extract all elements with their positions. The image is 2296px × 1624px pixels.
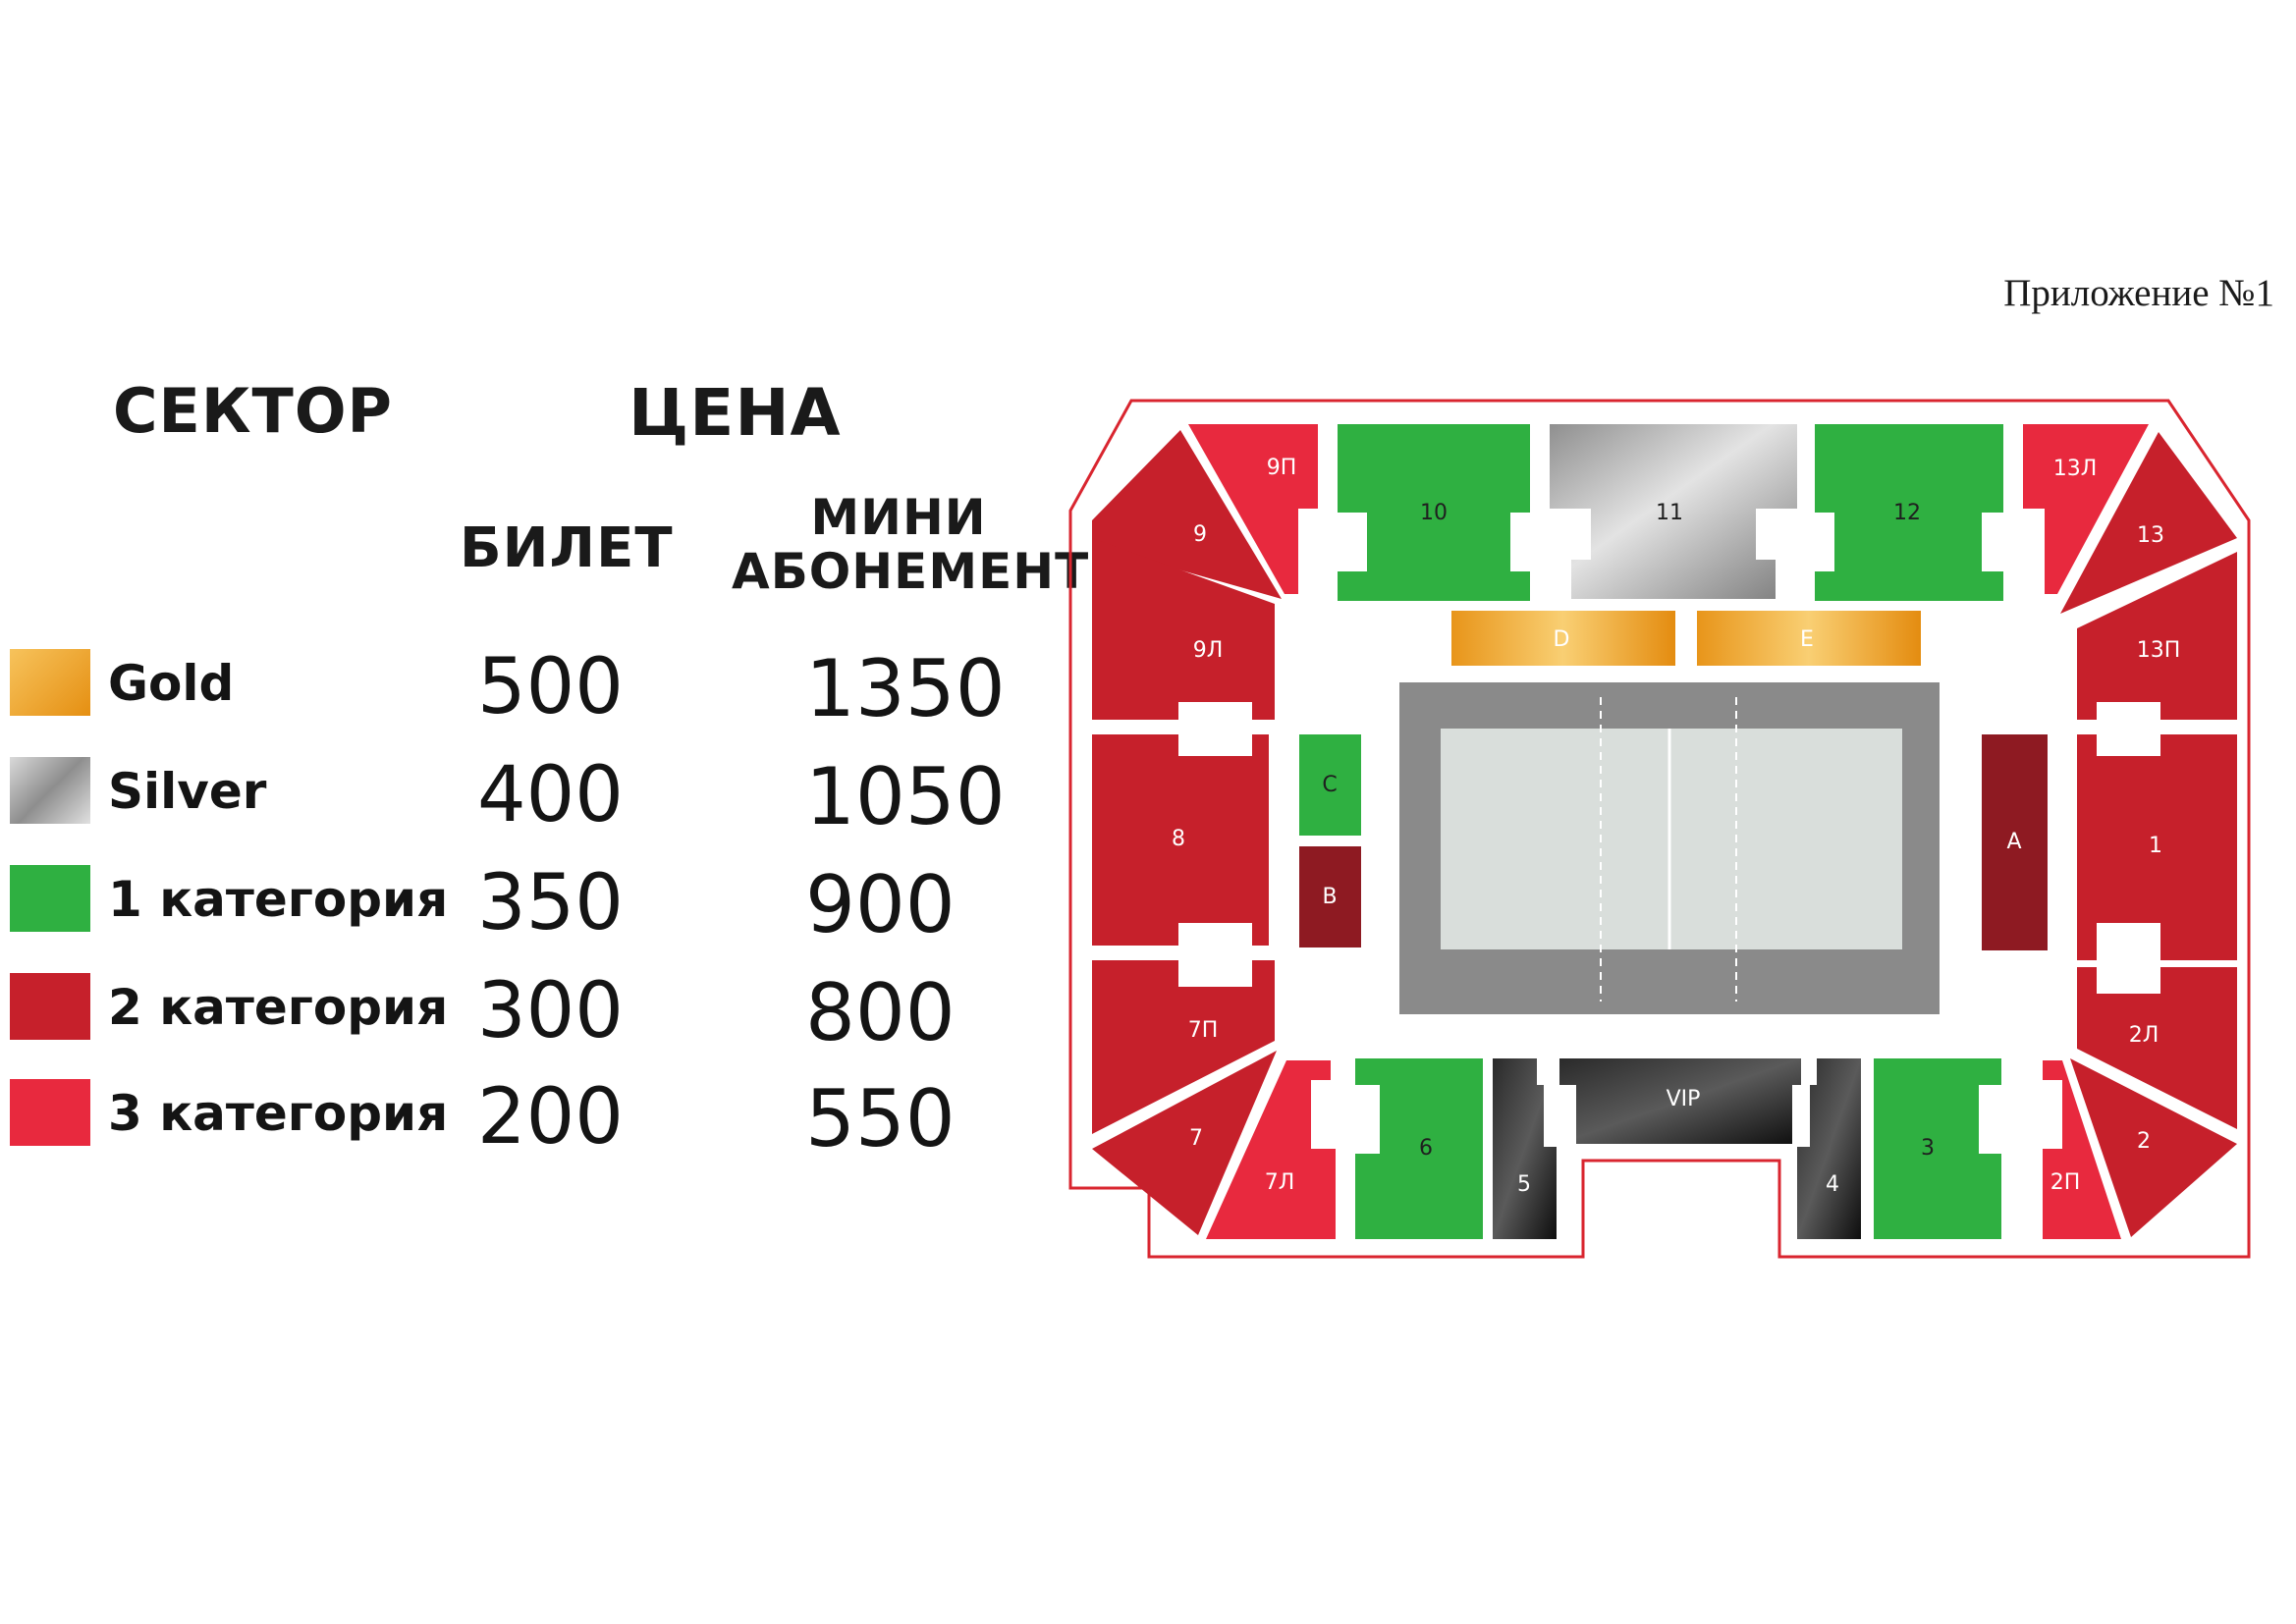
label-13P: 13П (2137, 638, 2181, 663)
price-header: ЦЕНА (629, 375, 842, 451)
sector-9P[interactable] (1188, 424, 1318, 594)
label-10: 10 (1420, 501, 1448, 525)
mini-price: 1050 (805, 751, 1006, 842)
court-inner (1441, 729, 1902, 949)
sector-9L[interactable] (1092, 538, 1275, 720)
sector-12[interactable] (1815, 424, 2003, 601)
label-9P: 9П (1267, 456, 1297, 480)
sector-E[interactable] (1697, 611, 1921, 666)
sector-7P[interactable] (1092, 960, 1275, 1134)
mini-price: 550 (805, 1073, 956, 1164)
legend-row-cat3: 3 категория 200 550 (10, 1073, 1070, 1164)
category-label: Silver (108, 763, 267, 820)
sector-1[interactable] (2077, 734, 2237, 960)
sector-7[interactable] (1092, 1051, 1277, 1235)
label-12: 12 (1893, 501, 1921, 525)
label-5: 5 (1517, 1172, 1531, 1197)
sector-8[interactable] (1092, 734, 1269, 946)
sector-header: СЕКТОР (113, 375, 393, 447)
label-3: 3 (1921, 1136, 1935, 1161)
sector-3[interactable] (1874, 1058, 2001, 1239)
sector-11[interactable] (1550, 424, 1797, 599)
sector-10[interactable] (1338, 424, 1530, 601)
sector-5[interactable] (1493, 1058, 1557, 1239)
label-2L: 2Л (2129, 1023, 2159, 1048)
mini-price: 1350 (805, 643, 1006, 734)
label-9L: 9Л (1193, 638, 1224, 663)
category3-swatch (10, 1079, 90, 1146)
label-2P: 2П (2050, 1170, 2081, 1195)
ticket-header: БИЛЕТ (460, 516, 674, 580)
ticket-price: 350 (477, 859, 624, 947)
sector-4[interactable] (1797, 1058, 1861, 1239)
arena-outline (1068, 399, 2251, 1259)
label-7P: 7П (1188, 1018, 1219, 1043)
sector-2L[interactable] (2077, 967, 2237, 1129)
mini-header-line2: АБОНЕМЕНТ (732, 543, 1090, 600)
mini-price: 800 (805, 967, 956, 1058)
label-E: E (1800, 627, 1814, 652)
legend-row-cat2: 2 категория 300 800 (10, 967, 1070, 1058)
ticket-price: 200 (477, 1073, 624, 1162)
sector-vip[interactable] (1559, 1058, 1801, 1144)
silver-swatch (10, 757, 90, 824)
mini-header-line1: МИНИ (810, 489, 987, 546)
sector-2[interactable] (2070, 1058, 2237, 1237)
ticket-price: 400 (477, 751, 624, 839)
label-9: 9 (1193, 522, 1207, 547)
sector-A[interactable] (1982, 734, 2048, 950)
category-label: 2 категория (108, 979, 449, 1036)
gold-swatch (10, 649, 90, 716)
label-4: 4 (1826, 1172, 1839, 1197)
sector-13[interactable] (2060, 432, 2237, 614)
sector-2P[interactable] (2043, 1060, 2121, 1239)
label-C: C (1322, 773, 1337, 797)
label-11: 11 (1656, 501, 1683, 525)
label-A: A (2006, 830, 2021, 854)
label-13L: 13Л (2053, 457, 2098, 481)
category-label: Gold (108, 655, 235, 712)
legend-row-silver: Silver 400 1050 (10, 751, 1070, 842)
label-8: 8 (1172, 827, 1185, 851)
sector-6[interactable] (1355, 1058, 1483, 1239)
category-label: 1 категория (108, 871, 449, 928)
ticket-price: 300 (477, 967, 624, 1056)
mini-subscription-header: МИНИ АБОНЕМЕНТ (732, 489, 1090, 600)
sector-13L[interactable] (2023, 424, 2149, 594)
category-label: 3 категория (108, 1085, 449, 1142)
sector-13P[interactable] (2077, 552, 2237, 720)
category2-swatch (10, 973, 90, 1040)
label-D: D (1554, 627, 1570, 652)
mini-price: 900 (805, 859, 956, 950)
label-2: 2 (2137, 1129, 2151, 1154)
category1-swatch (10, 865, 90, 932)
legend-row-cat1: 1 категория 350 900 (10, 859, 1070, 950)
label-13: 13 (2137, 523, 2164, 548)
sector-B[interactable] (1299, 846, 1361, 947)
label-7: 7 (1189, 1126, 1203, 1151)
ticket-price: 500 (477, 643, 624, 731)
label-1: 1 (2149, 834, 2162, 858)
appendix-label: Приложение №1 (2003, 272, 2274, 314)
label-vip: VIP (1667, 1087, 1701, 1111)
sector-D[interactable] (1451, 611, 1675, 666)
label-6: 6 (1419, 1136, 1433, 1161)
label-B: B (1322, 885, 1337, 909)
legend-row-gold: Gold 500 1350 (10, 643, 1070, 734)
sector-7L[interactable] (1206, 1060, 1336, 1239)
label-7L: 7Л (1265, 1170, 1295, 1195)
sector-C[interactable] (1299, 734, 1361, 836)
